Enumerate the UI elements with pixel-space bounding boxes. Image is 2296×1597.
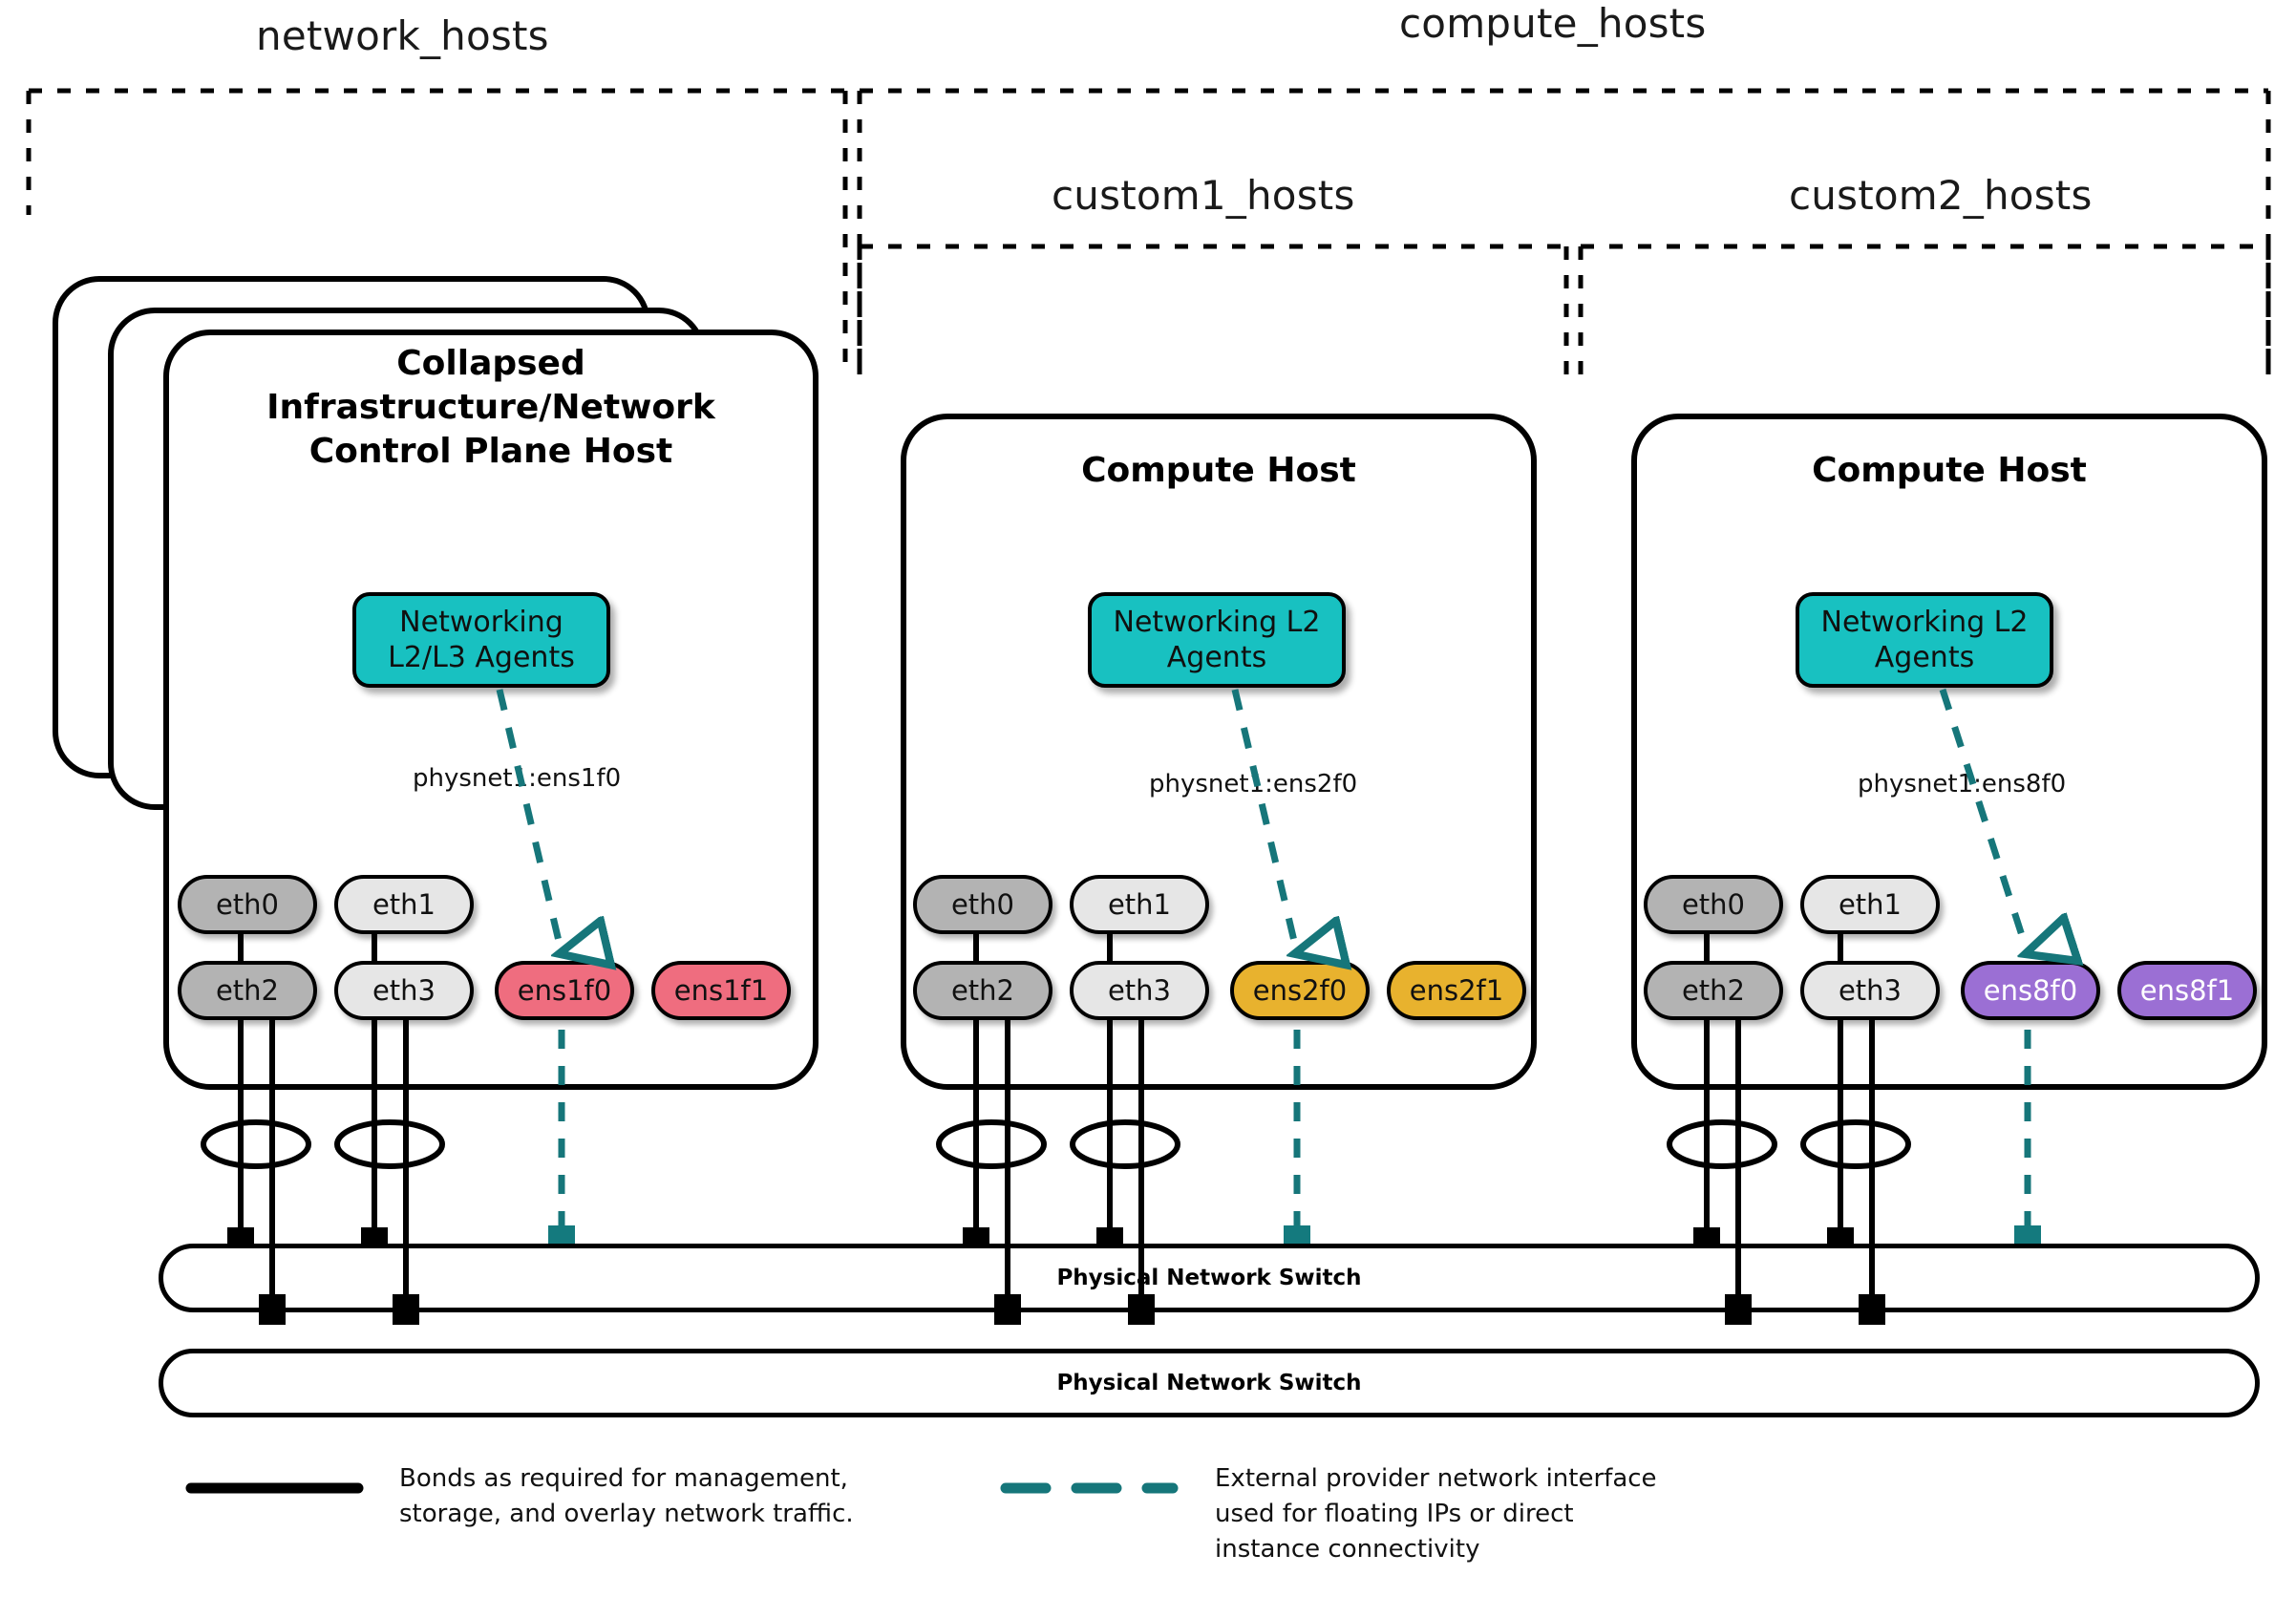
- nic-pill-eth2-host1[interactable]: eth2: [178, 961, 317, 1020]
- bond-ellipse-host3-right: [1800, 1119, 1911, 1169]
- legend-text-bonds: Bonds as required for management, storag…: [399, 1464, 854, 1528]
- agent-box-compute-1[interactable]: Networking L2 Agents: [1088, 592, 1346, 688]
- agent-box-control-plane[interactable]: Networking L2/L3 Agents: [352, 592, 610, 688]
- nic-pill-eth0-host3[interactable]: eth0: [1644, 875, 1783, 934]
- nic-pill-eth0-host2[interactable]: eth0: [913, 875, 1052, 934]
- nic-pill-eth1-host2[interactable]: eth1: [1070, 875, 1209, 934]
- control-plane-host-title: Collapsed Infrastructure/Network Control…: [266, 344, 715, 472]
- custom1-hosts-boundary: [857, 244, 1569, 382]
- bond-ellipse-host1-right: [334, 1119, 445, 1169]
- network-hosts-boundary: [26, 88, 848, 368]
- compute-hosts-boundary: [857, 88, 2271, 368]
- agent-box-compute-2[interactable]: Networking L2 Agents: [1796, 592, 2053, 688]
- nic-pill-eth3-host2[interactable]: eth3: [1070, 961, 1209, 1020]
- nic-pill-eth3-host3[interactable]: eth3: [1800, 961, 1940, 1020]
- bond-ellipse-host3-left: [1667, 1119, 1777, 1169]
- control-plane-host-card[interactable]: [163, 330, 818, 1090]
- group-label-compute-hosts: compute_hosts: [1399, 0, 1707, 47]
- physical-network-switch-top[interactable]: Physical Network Switch: [159, 1244, 2260, 1312]
- compute-host-2-card[interactable]: [1631, 414, 2267, 1090]
- bond-ellipse-host2-left: [936, 1119, 1047, 1169]
- nic-pill-eth2-host2[interactable]: eth2: [913, 961, 1052, 1020]
- nic-pill-ens2f1-host2[interactable]: ens2f1: [1387, 961, 1526, 1020]
- group-label-custom1-hosts: custom1_hosts: [1052, 172, 1355, 219]
- compute-host-1-card[interactable]: [901, 414, 1537, 1090]
- nic-pill-eth1-host1[interactable]: eth1: [334, 875, 474, 934]
- compute-host-1-title: Compute Host: [1081, 451, 1356, 490]
- group-label-network-hosts: network_hosts: [256, 12, 549, 59]
- bond-ellipse-host2-right: [1070, 1119, 1180, 1169]
- group-label-custom2-hosts: custom2_hosts: [1789, 172, 2093, 219]
- physnet-label-compute-2: physnet1:ens8f0: [1858, 770, 2067, 798]
- compute-host-2-title: Compute Host: [1812, 451, 2087, 490]
- nic-pill-eth3-host1[interactable]: eth3: [334, 961, 474, 1020]
- nic-pill-eth1-host3[interactable]: eth1: [1800, 875, 1940, 934]
- provider-arrow-host2: [1231, 689, 1297, 953]
- bond-ellipse-host1-left: [201, 1119, 311, 1169]
- nic-pill-eth0-host1[interactable]: eth0: [178, 875, 317, 934]
- nic-pill-eth2-host3[interactable]: eth2: [1644, 961, 1783, 1020]
- provider-arrow-host3: [1939, 688, 2028, 953]
- provider-arrow-host1: [496, 689, 562, 953]
- physical-network-switch-bottom[interactable]: Physical Network Switch: [159, 1349, 2260, 1417]
- legend-text-provider: External provider network interface used…: [1215, 1464, 1657, 1564]
- custom2-hosts-boundary: [1578, 244, 2271, 382]
- nic-pill-ens8f1-host3[interactable]: ens8f1: [2117, 961, 2257, 1020]
- nic-pill-ens1f1-host1[interactable]: ens1f1: [651, 961, 791, 1020]
